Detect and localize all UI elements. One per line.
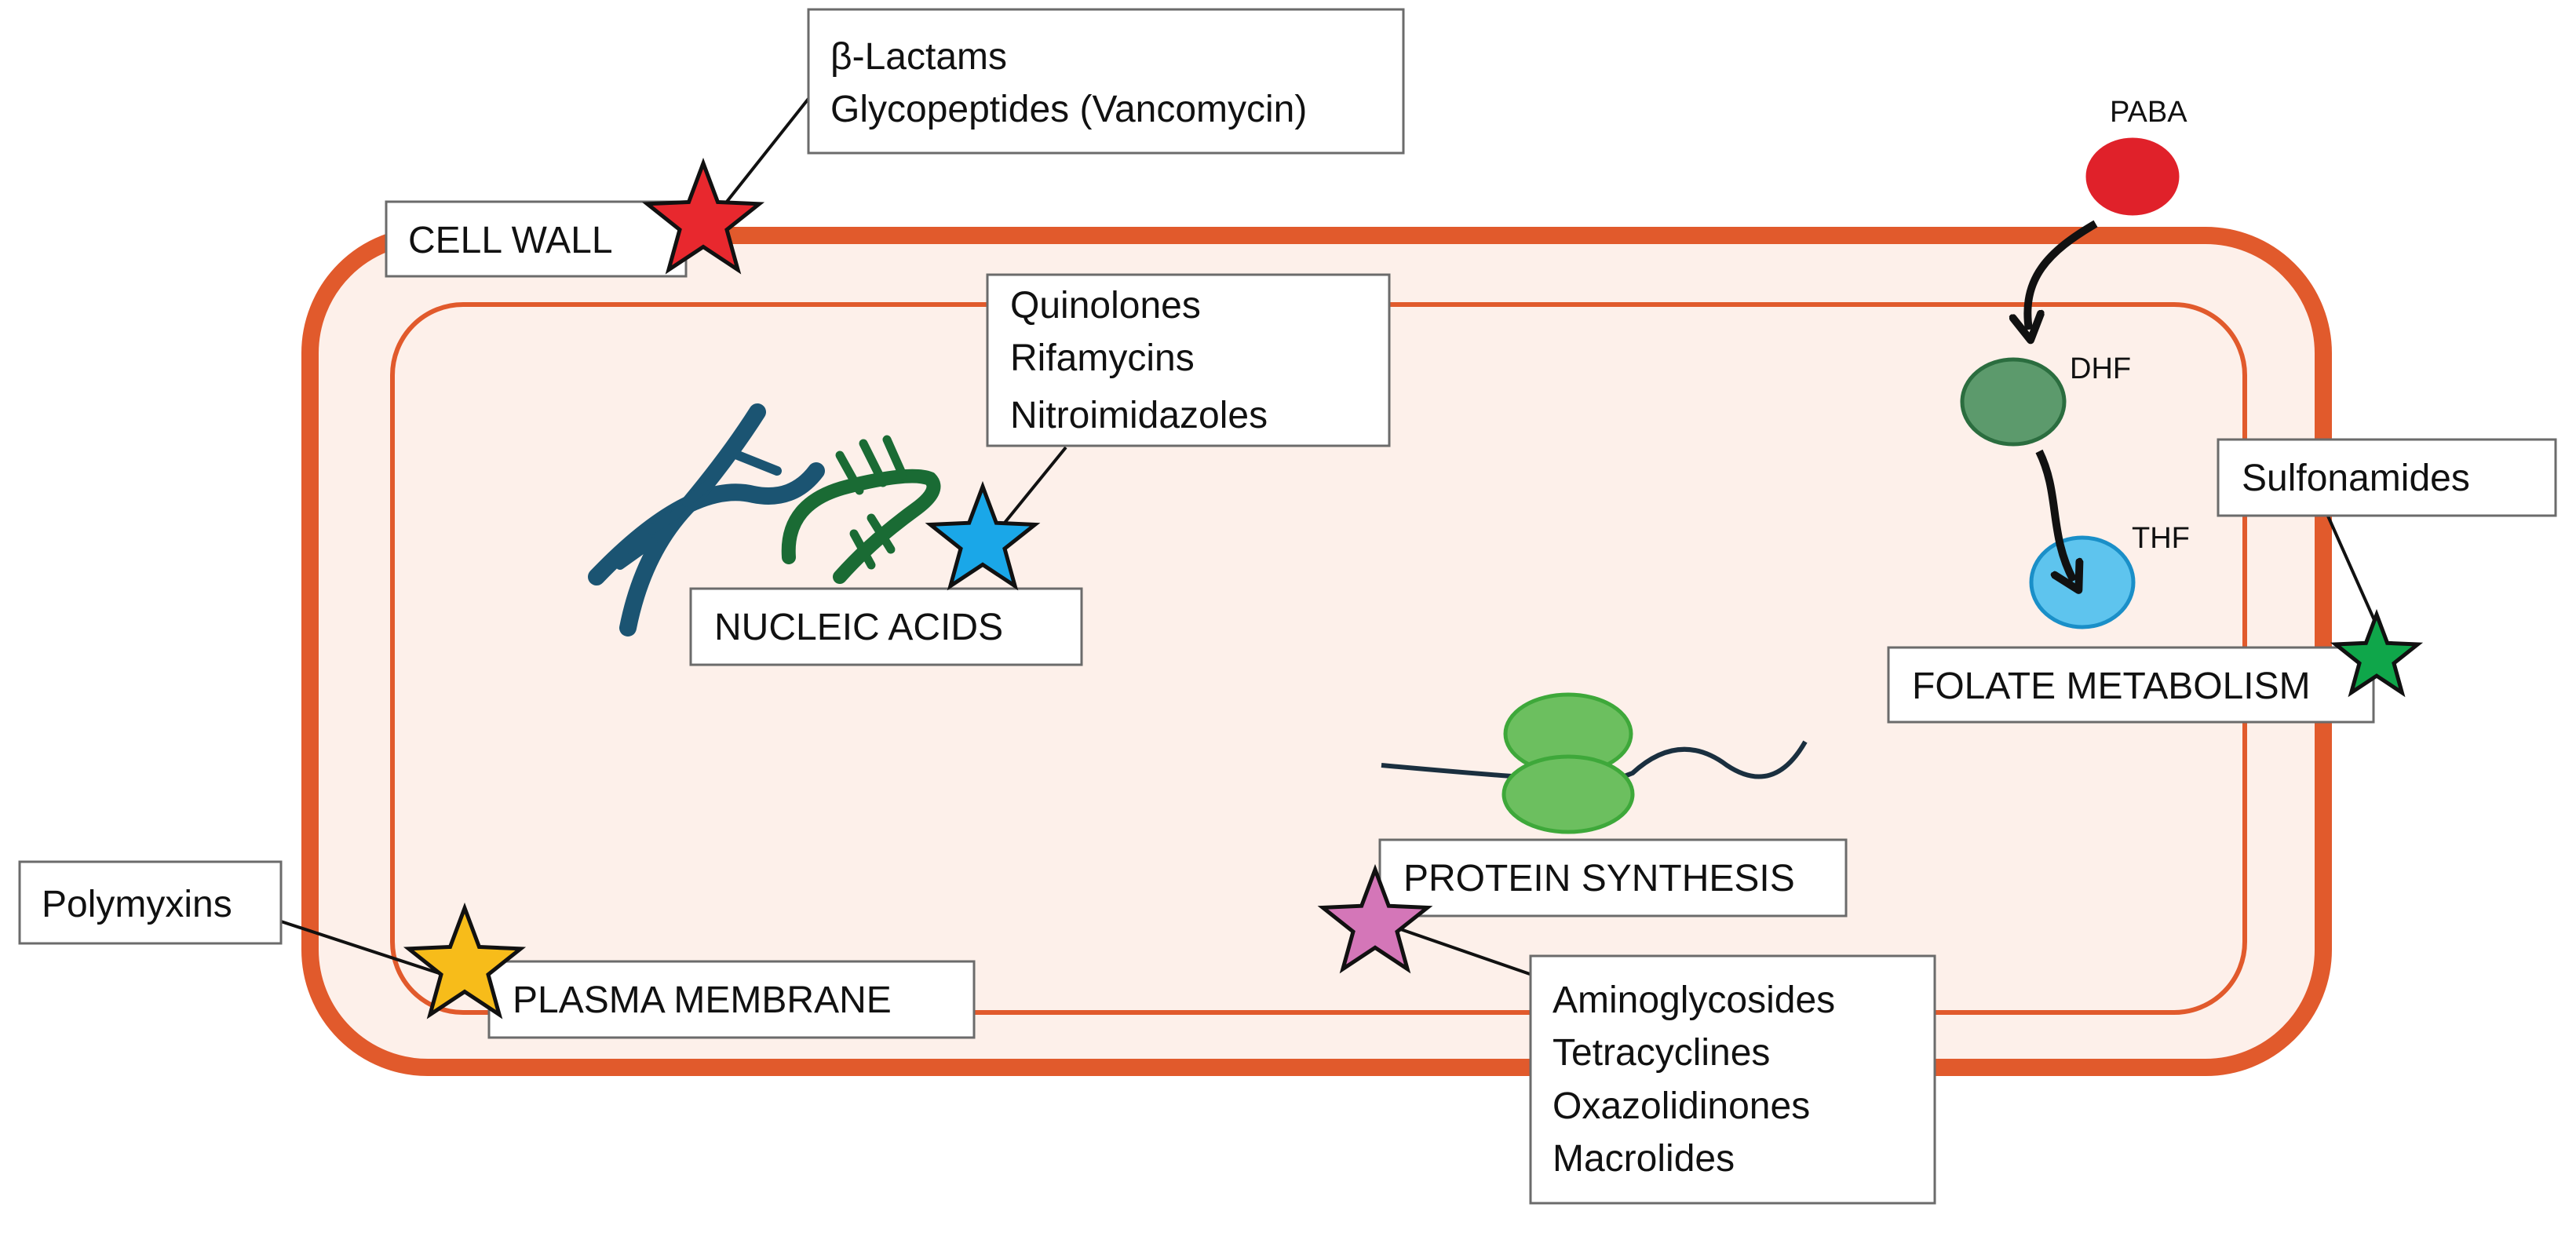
protein-label: PROTEIN SYNTHESIS [1403, 858, 1795, 899]
folate-drug-1: Sulfonamides [2242, 458, 2470, 499]
protein-label-box [1378, 838, 1848, 917]
membrane-leader [280, 920, 464, 983]
cell-wall-drug-box [807, 8, 1405, 155]
paba-molecule [2082, 133, 2184, 220]
protein-leader [1373, 918, 1551, 983]
cell-wall-label-box [385, 200, 688, 278]
ribosome-small-subunit [1501, 754, 1635, 834]
nucleic-acids-leader [1003, 446, 1067, 524]
cell-wall-leader [722, 94, 812, 207]
nucleic-acids-drug-1: Quinolones [1010, 285, 1201, 326]
nucleic-acids-label-box [689, 587, 1083, 666]
dhf-label: DHF [2070, 352, 2131, 385]
paba-label: PABA [2110, 96, 2187, 129]
folate-label-box [1887, 646, 2375, 724]
dhf-molecule [1960, 357, 2067, 447]
nucleic-acids-label: NUCLEIC ACIDS [714, 607, 1003, 648]
cell-wall-drug-2: Glycopeptides (Vancomycin) [830, 89, 1307, 130]
folate-drug-box [2217, 438, 2557, 517]
nucleic-acids-drug-box [986, 273, 1391, 447]
folate-label: FOLATE METABOLISM [1912, 666, 2311, 707]
membrane-drug-1: Polymyxins [42, 884, 232, 925]
protein-drug-box [1529, 954, 1936, 1205]
cell-wall-drug-1: β-Lactams [830, 36, 1007, 78]
thf-molecule [2029, 535, 2136, 629]
cell-wall-label: CELL WALL [408, 220, 613, 261]
protein-drug-3: Oxazolidinones [1553, 1085, 1810, 1127]
membrane-label: PLASMA MEMBRANE [513, 979, 892, 1021]
nucleic-acids-drug-3: Nitroimidazoles [1010, 395, 1268, 436]
membrane-drug-box [18, 860, 283, 945]
protein-drug-4: Macrolides [1553, 1138, 1735, 1180]
membrane-label-box [487, 960, 976, 1039]
folate-star-icon [2330, 608, 2424, 698]
rna-strand-icon [781, 435, 941, 584]
folate-leader [2322, 505, 2376, 621]
protein-drug-1: Aminoglycosides [1553, 979, 1835, 1021]
dna-helix-icon [588, 403, 825, 637]
nucleic-acids-star-icon [925, 480, 1041, 591]
membrane-star-icon [403, 902, 527, 1020]
mrna-strand [1381, 740, 1808, 786]
cell-wall-star-icon [641, 157, 765, 275]
protein-drug-2: Tetracyclines [1553, 1032, 1770, 1074]
nucleic-acids-drug-2: Rifamycins [1010, 337, 1195, 379]
protein-star-icon [1317, 863, 1433, 974]
paba-to-dhf-arrow [2027, 220, 2098, 330]
dhf-to-thf-arrow [2035, 449, 2074, 581]
thf-label: THF [2132, 522, 2190, 555]
